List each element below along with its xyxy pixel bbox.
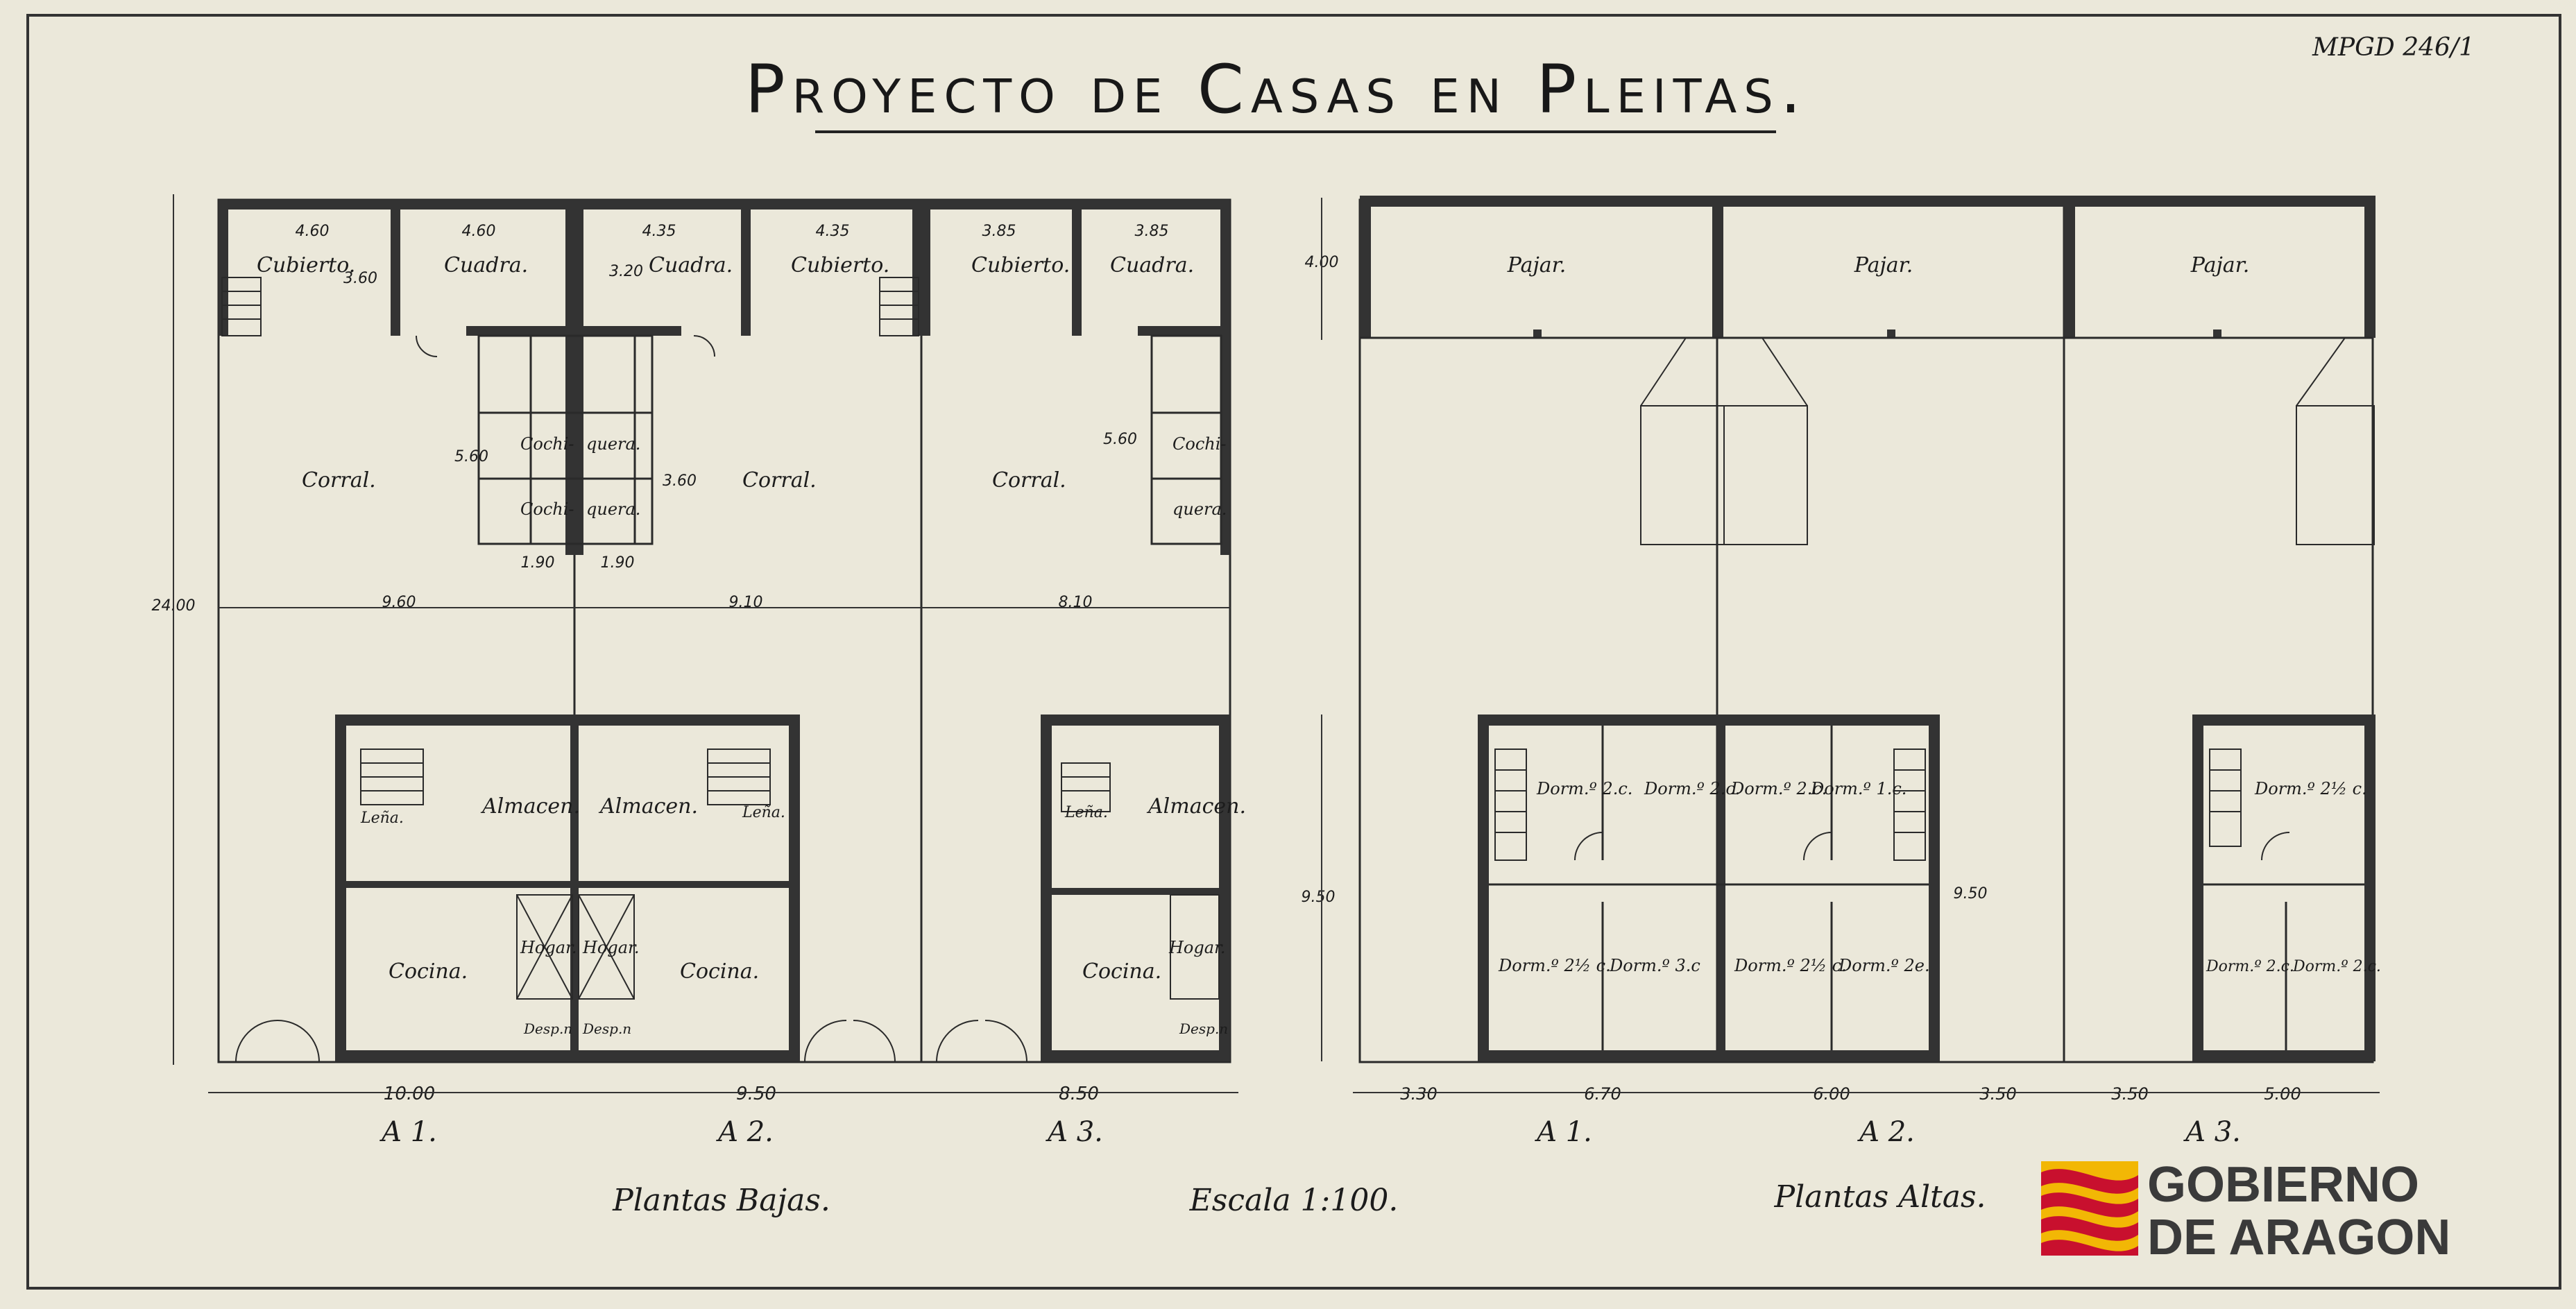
label-lena-a3: Leña. <box>1064 804 1108 821</box>
dim-top-a1-2: 4.60 <box>462 223 496 240</box>
label-cochiquera-3a: Cochi- <box>1172 434 1227 454</box>
dim-top-a1-1: 4.60 <box>296 223 330 240</box>
label-pajar-a3: Pajar. <box>2190 253 2250 277</box>
plantas-altas-labels: Pajar. Pajar. Pajar. Dorm.º 2.c. Dorm.º … <box>1498 253 2381 975</box>
dim-top-a3-1: 3.85 <box>982 223 1016 240</box>
label-dorm-a1-1: Dorm.º 2.c. <box>1536 779 1632 798</box>
house-label-altas-a1: A 1. <box>1534 1116 1592 1148</box>
dim-bottom-a2: 9.50 <box>736 1084 776 1104</box>
dim-depth-pens-a1: 5.60 <box>454 448 488 465</box>
house-label-altas-a2: A 2. <box>1857 1116 1915 1148</box>
dim-depth-pens-a2: 3.60 <box>663 472 697 490</box>
dim-mid-a1: 9.60 <box>382 594 416 611</box>
label-lena-a2: Leña. <box>742 804 785 821</box>
dim-pen-width-2: 1.90 <box>601 554 635 572</box>
label-cuadra-a1: Cuadra. <box>444 253 528 277</box>
dim-altas-bottom-3: 6.00 <box>1813 1084 1850 1104</box>
archive-reference: MPGD 246/1 <box>2312 33 2475 62</box>
label-cocina-a1: Cocina. <box>389 959 468 984</box>
label-despensa-a1: Desp.n <box>523 1020 572 1037</box>
plantas-bajas-labels: Cubierto. Cuadra. Cuadra. Cubierto. Cubi… <box>257 253 1246 1037</box>
label-dorm-a1-2: Dorm.º 2.c. <box>1644 779 1740 798</box>
label-dorm-a2-4: Dorm.º 2e. <box>1838 956 1930 975</box>
logo-line-1: GOBIERNO <box>2147 1157 2419 1213</box>
plantas-bajas-plan <box>217 198 1231 1063</box>
house-label-bajas-a1: A 1. <box>379 1116 437 1148</box>
label-cochiquera-1b: quera. <box>586 434 640 454</box>
house-label-bajas-a3: A 3. <box>1045 1116 1103 1148</box>
label-despensa-a3: Desp.n <box>1179 1020 1228 1037</box>
dim-pen-width-1: 1.90 <box>521 554 555 572</box>
dim-altas-bottom-1: 3.30 <box>1400 1084 1437 1104</box>
label-corral-a3: Corral. <box>992 468 1066 493</box>
label-cuadra-a3: Cuadra. <box>1110 253 1194 277</box>
label-corral-a2: Corral. <box>742 468 817 493</box>
label-cochiquera-1a: Cochi- <box>520 434 574 454</box>
label-hogar-a1: Hogar. <box>520 938 577 957</box>
caption-plantas-altas: Plantas Altas. <box>1773 1179 1986 1215</box>
aragon-flag-icon <box>2041 1161 2138 1256</box>
label-cubierto-a1: Cubierto. <box>257 253 355 277</box>
label-dorm-a2-3: Dorm.º 2½ c. <box>1734 956 1847 975</box>
dim-altas-left: 9.50 <box>1302 889 1336 906</box>
gobierno-de-aragon-logo: GOBIERNO DE ARAGON <box>2041 1157 2450 1265</box>
label-cubierto-a2: Cubierto. <box>791 253 889 277</box>
dim-mid-a3: 8.10 <box>1059 594 1093 611</box>
dim-altas-right: 9.50 <box>1954 885 1988 902</box>
dim-top-a2-1: 4.35 <box>642 223 676 240</box>
house-label-altas-a3: A 3. <box>2183 1116 2241 1148</box>
label-pajar-a1: Pajar. <box>1507 253 1567 277</box>
dim-top-a3-2: 3.85 <box>1135 223 1169 240</box>
label-hogar-a2: Hogar. <box>582 938 640 957</box>
label-cochiquera-2b: quera. <box>586 499 640 519</box>
label-dorm-a1-4: Dorm.º 3.c <box>1609 956 1700 975</box>
label-dorm-a3-2: Dorm.º 2.c. <box>2206 958 2294 975</box>
label-dorm-a2-1: Dorm.º 2.c. <box>1730 779 1827 798</box>
drawing-title: Proyecto de Casas en Pleitas. <box>745 51 1809 128</box>
label-cocina-a3: Cocina. <box>1082 959 1161 984</box>
dim-top-a2-2: 4.35 <box>816 223 850 240</box>
dim-bottom-a1: 10.00 <box>384 1084 435 1104</box>
dim-altas-bottom-5: 3.50 <box>2111 1084 2148 1104</box>
dim-depth-shed-a2: 3.20 <box>609 263 643 280</box>
scale-label: Escala 1:100. <box>1189 1183 1399 1218</box>
dim-mid-a2: 9.10 <box>729 594 763 611</box>
label-almacen-a1: Almacen. <box>480 794 580 819</box>
dim-bottom-a3: 8.50 <box>1059 1084 1099 1104</box>
label-dorm-a2-2: Dorm.º 1.c. <box>1810 779 1907 798</box>
dim-altas-bottom-4: 3.50 <box>1979 1084 2016 1104</box>
label-cubierto-a3: Cubierto. <box>971 253 1070 277</box>
label-dorm-a1-3: Dorm.º 2½ c. <box>1498 956 1611 975</box>
label-dorm-a3-1: Dorm.º 2½ c. <box>2254 779 2367 798</box>
label-cochiquera-3b: quera. <box>1172 499 1227 519</box>
dim-depth-shed-a1: 3.60 <box>343 270 377 287</box>
label-hogar-a3: Hogar. <box>1168 938 1226 957</box>
label-cocina-a2: Cocina. <box>680 959 759 984</box>
dim-altas-bottom-2: 6.70 <box>1584 1084 1621 1104</box>
label-cuadra-a2: Cuadra. <box>649 253 733 277</box>
house-label-bajas-a2: A 2. <box>715 1116 774 1148</box>
label-pajar-a2: Pajar. <box>1854 253 1913 277</box>
label-cochiquera-2a: Cochi- <box>520 499 574 519</box>
logo-line-2: DE ARAGON <box>2147 1210 2450 1265</box>
label-almacen-a2: Almacen. <box>598 794 698 819</box>
label-almacen-a3: Almacen. <box>1146 794 1246 819</box>
label-corral-a1: Corral. <box>302 468 376 493</box>
plantas-altas-plan <box>1358 196 2375 1063</box>
caption-plantas-bajas: Plantas Bajas. <box>612 1183 830 1218</box>
label-despensa-a2: Desp.n <box>582 1020 631 1037</box>
dim-altas-bottom-6: 5.00 <box>2264 1084 2301 1104</box>
label-lena-a1: Leña. <box>360 810 404 827</box>
dim-depth-pens-a3: 5.60 <box>1103 431 1137 448</box>
label-dorm-a3-3: Dorm.º 2.c. <box>2292 958 2381 975</box>
